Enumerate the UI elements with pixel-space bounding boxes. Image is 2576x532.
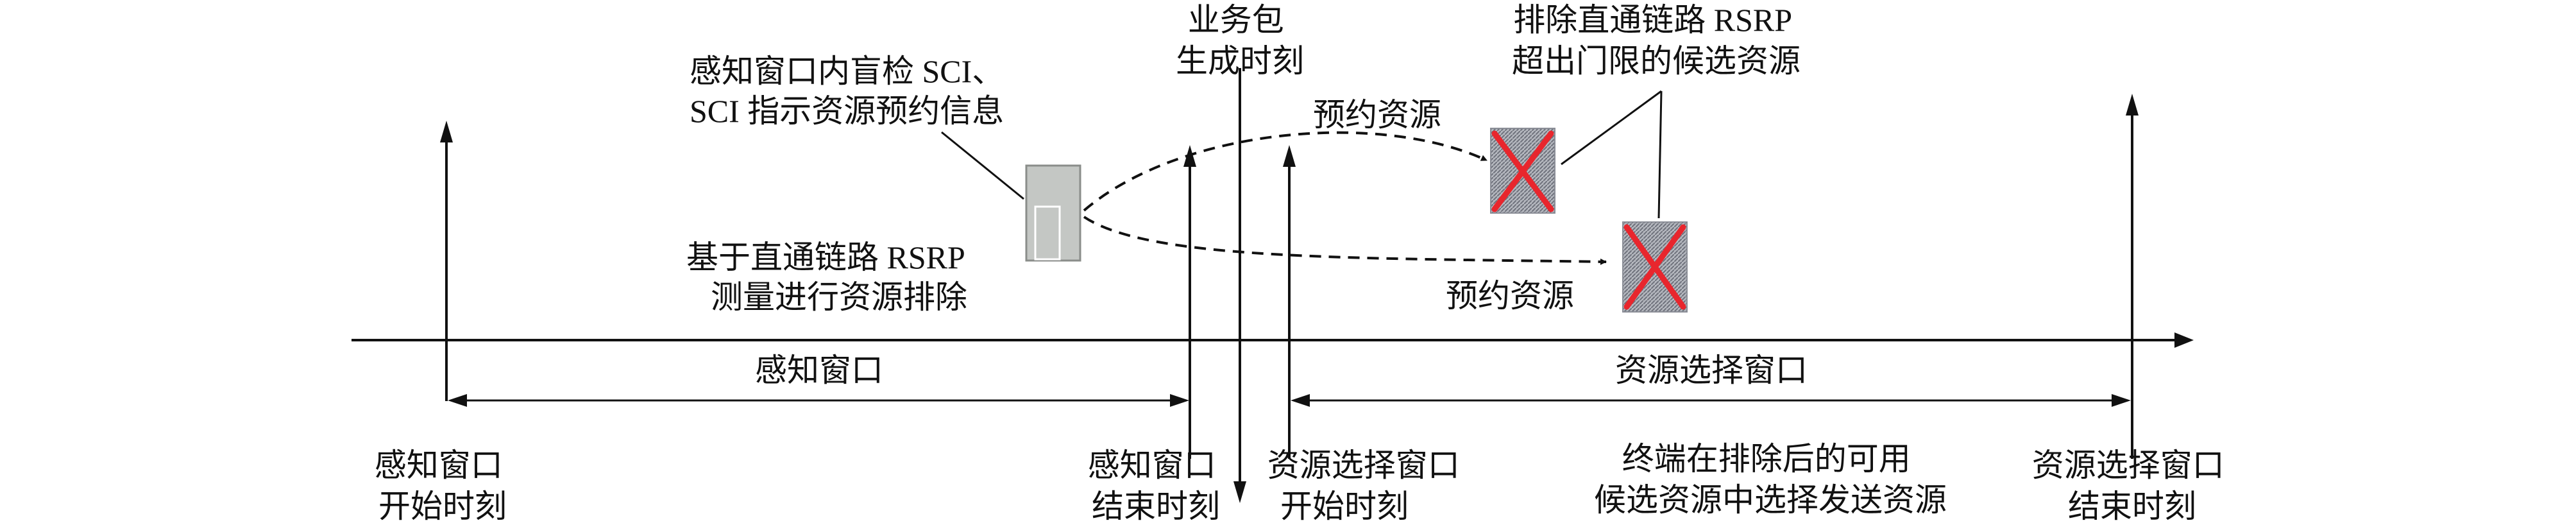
reserved-resource-top-label: 预约资源: [1313, 97, 1441, 133]
time-axis-arrowhead: [2174, 332, 2194, 348]
reservation-arrow-bottom: [1083, 216, 1607, 265]
rsrp-callout-line-top: [1561, 90, 1662, 166]
reservation-arrow-top: [1083, 131, 1487, 212]
sensing-start-marker: [440, 121, 453, 401]
sensing-start-line1: 感知窗口: [375, 447, 503, 483]
selection-window-span: [1291, 394, 2131, 407]
sensing-end-line2: 结束时刻: [1092, 488, 1220, 524]
sensing-window-label: 感知窗口: [755, 352, 883, 388]
sensing-start-line2: 开始时刻: [378, 488, 507, 524]
selection-end-label: 资源选择窗口 结束时刻: [2032, 447, 2233, 524]
selection-start-line1: 资源选择窗口: [1267, 447, 1460, 483]
packet-generation-line1: 业务包: [1188, 2, 1284, 38]
terminal-selects-label: 终端在排除后的可用 候选资源中选择发送资源: [1594, 441, 1947, 518]
sci-callout-line: [941, 131, 1024, 200]
selection-end-line1: 资源选择窗口: [2032, 447, 2224, 483]
sensing-end-line1: 感知窗口: [1088, 447, 1216, 483]
terminal-selects-line2: 候选资源中选择发送资源: [1594, 482, 1947, 518]
packet-generation-label: 业务包 生成时刻: [1176, 2, 1304, 79]
selection-end-marker: [2126, 94, 2139, 459]
sensing-end-marker: [1183, 145, 1196, 459]
sci-blind-detect-line1: 感知窗口内盲检 SCI、: [690, 53, 1004, 89]
rsrp-excluded-label: 排除直通链路 RSRP 超出门限的候选资源: [1512, 2, 1801, 79]
selection-end-line2: 结束时刻: [2068, 488, 2196, 524]
rsrp-excluded-line1: 排除直通链路 RSRP: [1513, 2, 1791, 38]
reserved-resource-bottom: [1622, 221, 1688, 313]
sensing-end-label: 感知窗口 结束时刻: [1088, 447, 1224, 524]
sci-resource-block: [1025, 164, 1081, 262]
rsrp-exclusion-line1: 基于直通链路 RSRP: [686, 239, 964, 275]
packet-generation-marker: [1233, 68, 1246, 503]
rsrp-excluded-line2: 超出门限的候选资源: [1512, 43, 1801, 79]
selection-start-line2: 开始时刻: [1280, 488, 1409, 524]
rsrp-exclusion-label: 基于直通链路 RSRP 测量进行资源排除: [686, 239, 972, 315]
selection-window-label: 资源选择窗口: [1615, 352, 1808, 388]
reserved-resource-top: [1490, 128, 1555, 214]
sci-blind-detect-line2: SCI 指示资源预约信息: [690, 93, 1004, 129]
sensing-start-label: 感知窗口 开始时刻: [375, 447, 511, 524]
selection-start-label: 资源选择窗口 开始时刻: [1267, 447, 1468, 524]
packet-generation-line2: 生成时刻: [1176, 43, 1304, 79]
red-x-icon: [1623, 224, 1686, 310]
sensing-window-span: [448, 394, 1189, 407]
sci-blind-detect-label: 感知窗口内盲检 SCI、 SCI 指示资源预约信息: [690, 53, 1012, 129]
reserved-resource-bottom-label: 预约资源: [1446, 278, 1574, 314]
rsrp-callout-line-bottom: [1657, 90, 1663, 219]
terminal-selects-line1: 终端在排除后的可用: [1622, 441, 1911, 477]
rsrp-exclusion-line2: 测量进行资源排除: [711, 279, 967, 315]
selection-start-marker: [1283, 145, 1296, 459]
red-x-icon: [1491, 130, 1554, 212]
